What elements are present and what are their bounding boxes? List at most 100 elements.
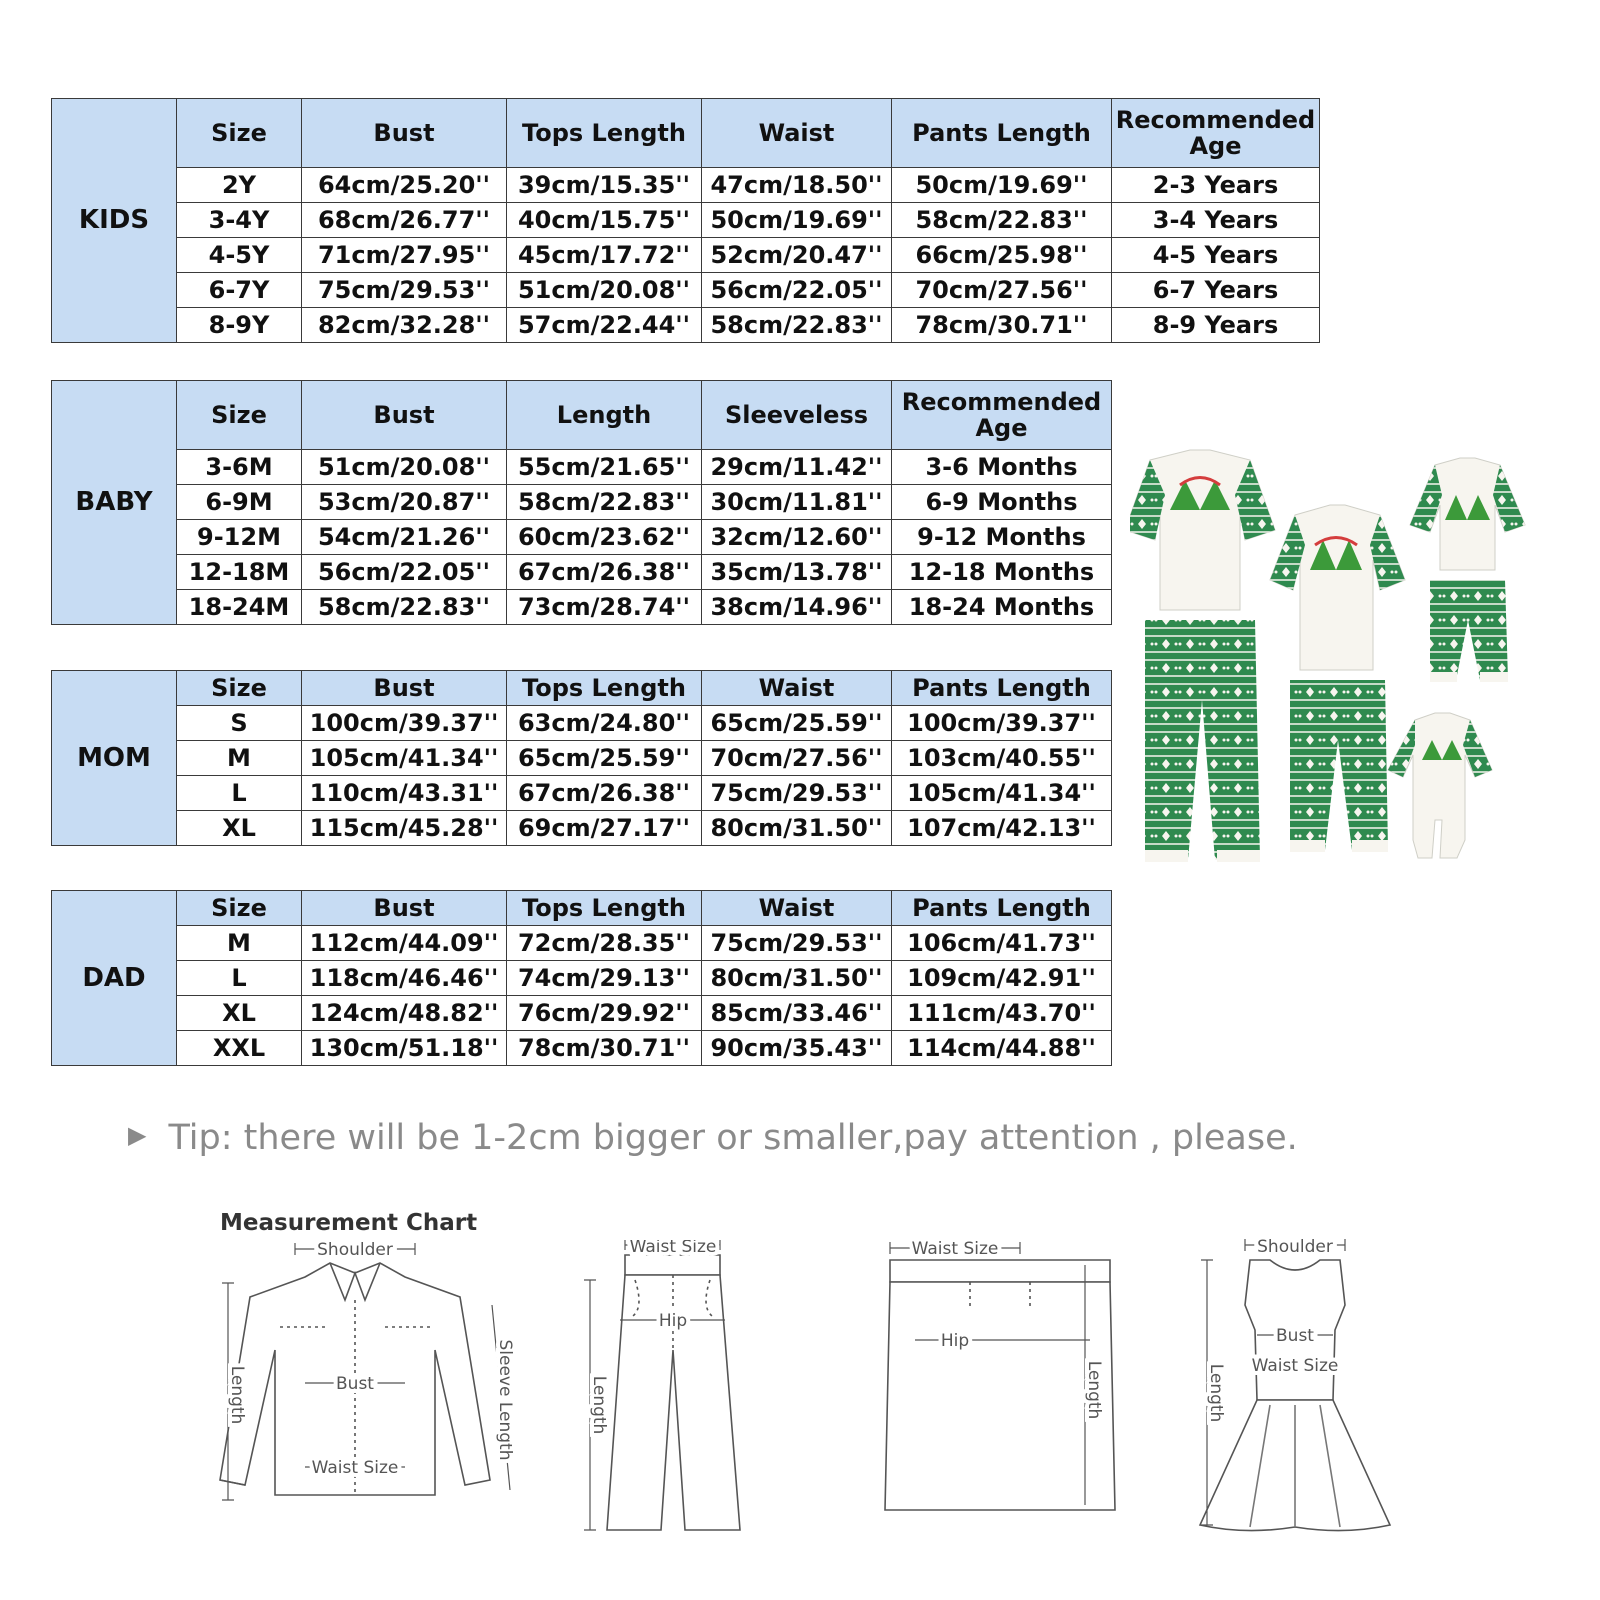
cell-pants-length: 103cm/40.55'' bbox=[891, 740, 1112, 776]
cell-pants-length: 111cm/43.70'' bbox=[891, 995, 1112, 1031]
kids-size-table: KIDS Size Bust Tops Length Waist Pants L… bbox=[51, 98, 1320, 343]
cell-length: 58cm/22.83'' bbox=[506, 484, 702, 520]
cell-age: 3-4 Years bbox=[1111, 202, 1320, 238]
cell-age: 18-24 Months bbox=[891, 589, 1112, 625]
table-row: 9-12M 54cm/21.26'' 60cm/23.62'' 32cm/12.… bbox=[52, 519, 1112, 555]
cell-age: 4-5 Years bbox=[1111, 237, 1320, 273]
header-tops-length: Tops Length bbox=[506, 98, 702, 168]
cell-tops-length: 78cm/30.71'' bbox=[506, 1030, 702, 1066]
cell-age: 2-3 Years bbox=[1111, 167, 1320, 203]
baby-romper-icon bbox=[1387, 712, 1493, 859]
table-row: XL 124cm/48.82'' 76cm/29.92'' 85cm/33.46… bbox=[52, 995, 1112, 1031]
table-row: S 100cm/39.37'' 63cm/24.80'' 65cm/25.59'… bbox=[52, 705, 1112, 741]
dress-waist-size-label: Waist Size bbox=[1252, 1356, 1339, 1376]
header-tops-length: Tops Length bbox=[506, 670, 702, 706]
table-row: 2Y 64cm/25.20'' 39cm/15.35'' 47cm/18.50'… bbox=[52, 167, 1320, 203]
cell-waist: 85cm/33.46'' bbox=[701, 995, 892, 1031]
header-waist: Waist bbox=[701, 670, 892, 706]
cell-size: 12-18M bbox=[176, 554, 302, 590]
cell-bust: 105cm/41.34'' bbox=[301, 740, 507, 776]
pants-length-label: Length bbox=[589, 1376, 609, 1435]
header-size: Size bbox=[176, 670, 302, 706]
cell-pants-length: 66cm/25.98'' bbox=[891, 237, 1112, 273]
cell-age: 3-6 Months bbox=[891, 449, 1112, 485]
pants-measurement-diagram: Waist Size Hip Length bbox=[584, 1240, 741, 1531]
table-row: L 118cm/46.46'' 74cm/29.13'' 80cm/31.50'… bbox=[52, 960, 1112, 996]
cell-length: 55cm/21.65'' bbox=[506, 449, 702, 485]
cell-size: 18-24M bbox=[176, 589, 302, 625]
shirt-measurement-diagram: Shoulder Bust Waist Size Length Sleeve L… bbox=[219, 1236, 519, 1501]
table-row: 3-6M 51cm/20.08'' 55cm/21.65'' 29cm/11.4… bbox=[52, 449, 1112, 485]
dress-bust-label: Bust bbox=[1276, 1326, 1314, 1346]
cell-age: 9-12 Months bbox=[891, 519, 1112, 555]
cell-tops-length: 57cm/22.44'' bbox=[506, 307, 702, 343]
cell-size: M bbox=[176, 925, 302, 961]
cell-waist: 75cm/29.53'' bbox=[701, 775, 892, 811]
group-label-mom: MOM bbox=[51, 670, 177, 846]
measurement-chart-title: Measurement Chart bbox=[220, 1210, 478, 1236]
cell-sleeveless: 30cm/11.81'' bbox=[701, 484, 892, 520]
cell-size: XXL bbox=[176, 1030, 302, 1066]
mom-pajama-icon bbox=[1269, 504, 1406, 852]
cell-sleeveless: 29cm/11.42'' bbox=[701, 449, 892, 485]
header-bust: Bust bbox=[301, 98, 507, 168]
cell-tops-length: 63cm/24.80'' bbox=[506, 705, 702, 741]
cell-bust: 82cm/32.28'' bbox=[301, 307, 507, 343]
header-pants-length: Pants Length bbox=[891, 890, 1112, 926]
table-row: M 112cm/44.09'' 72cm/28.35'' 75cm/29.53'… bbox=[52, 925, 1112, 961]
cell-bust: 64cm/25.20'' bbox=[301, 167, 507, 203]
cell-bust: 54cm/21.26'' bbox=[301, 519, 507, 555]
shirt-waist-size-label: Waist Size bbox=[312, 1458, 399, 1478]
header-size: Size bbox=[176, 380, 302, 450]
table-row: 8-9Y 82cm/32.28'' 57cm/22.44'' 58cm/22.8… bbox=[52, 307, 1320, 343]
cell-size: 3-4Y bbox=[176, 202, 302, 238]
mom-size-table: MOM Size Bust Tops Length Waist Pants Le… bbox=[51, 670, 1112, 846]
header-waist: Waist bbox=[701, 890, 892, 926]
table-row: M 105cm/41.34'' 65cm/25.59'' 70cm/27.56'… bbox=[52, 740, 1112, 776]
cell-tops-length: 67cm/26.38'' bbox=[506, 775, 702, 811]
header-sleeveless: Sleeveless bbox=[701, 380, 892, 450]
cell-pants-length: 109cm/42.91'' bbox=[891, 960, 1112, 996]
header-recommended-age: Recommended Age bbox=[1111, 98, 1320, 168]
cell-tops-length: 72cm/28.35'' bbox=[506, 925, 702, 961]
table-row: L 110cm/43.31'' 67cm/26.38'' 75cm/29.53'… bbox=[52, 775, 1112, 811]
cell-size: 6-9M bbox=[176, 484, 302, 520]
table-row: 18-24M 58cm/22.83'' 73cm/28.74'' 38cm/14… bbox=[52, 589, 1112, 625]
table-row: 6-9M 53cm/20.87'' 58cm/22.83'' 30cm/11.8… bbox=[52, 484, 1112, 520]
cell-size: 3-6M bbox=[176, 449, 302, 485]
cell-tops-length: 51cm/20.08'' bbox=[506, 272, 702, 308]
cell-size: 2Y bbox=[176, 167, 302, 203]
shirt-sleeve-length-label: Sleeve Length bbox=[495, 1340, 515, 1461]
cell-waist: 47cm/18.50'' bbox=[701, 167, 892, 203]
header-bust: Bust bbox=[301, 890, 507, 926]
cell-waist: 50cm/19.69'' bbox=[701, 202, 892, 238]
cell-waist: 70cm/27.56'' bbox=[701, 740, 892, 776]
cell-waist: 80cm/31.50'' bbox=[701, 960, 892, 996]
cell-bust: 100cm/39.37'' bbox=[301, 705, 507, 741]
cell-bust: 112cm/44.09'' bbox=[301, 925, 507, 961]
table-row: 3-4Y 68cm/26.77'' 40cm/15.75'' 50cm/19.6… bbox=[52, 202, 1320, 238]
header-tops-length: Tops Length bbox=[506, 890, 702, 926]
cell-size: 6-7Y bbox=[176, 272, 302, 308]
shirt-shoulder-label: Shoulder bbox=[317, 1240, 393, 1260]
cell-pants-length: 106cm/41.73'' bbox=[891, 925, 1112, 961]
cell-pants-length: 105cm/41.34'' bbox=[891, 775, 1112, 811]
group-label-kids: KIDS bbox=[51, 98, 177, 343]
header-length: Length bbox=[506, 380, 702, 450]
family-pajama-illustration bbox=[1130, 449, 1526, 862]
cell-size: M bbox=[176, 740, 302, 776]
cell-size: 8-9Y bbox=[176, 307, 302, 343]
cell-bust: 75cm/29.53'' bbox=[301, 272, 507, 308]
cell-pants-length: 78cm/30.71'' bbox=[891, 307, 1112, 343]
cell-tops-length: 65cm/25.59'' bbox=[506, 740, 702, 776]
cell-sleeveless: 32cm/12.60'' bbox=[701, 519, 892, 555]
header-recommended-age: Recommended Age bbox=[891, 380, 1112, 450]
cell-size: L bbox=[176, 775, 302, 811]
header-waist: Waist bbox=[701, 98, 892, 168]
cell-waist: 52cm/20.47'' bbox=[701, 237, 892, 273]
cell-bust: 115cm/45.28'' bbox=[301, 810, 507, 846]
tip-text: Tip: there will be 1-2cm bigger or small… bbox=[168, 1118, 1298, 1158]
shirt-bust-label: Bust bbox=[336, 1374, 374, 1394]
dad-size-table: DAD Size Bust Tops Length Waist Pants Le… bbox=[51, 890, 1112, 1066]
cell-pants-length: 58cm/22.83'' bbox=[891, 202, 1112, 238]
